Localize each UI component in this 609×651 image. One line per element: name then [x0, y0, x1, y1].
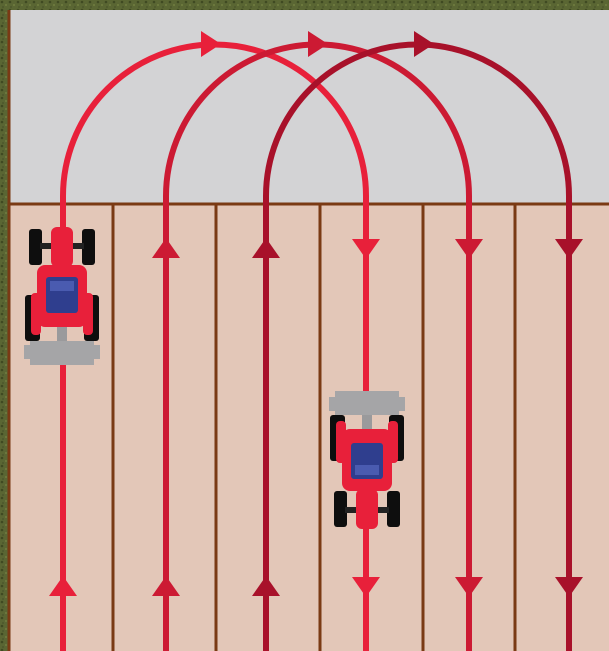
path-3	[252, 31, 583, 651]
arrow-up-icon	[49, 576, 77, 596]
arrow-up-icon	[252, 238, 280, 258]
tractor-left	[24, 227, 100, 365]
strip-dividers	[111, 204, 517, 651]
arrow-down-icon	[352, 239, 380, 259]
arrow-down-icon	[455, 239, 483, 259]
arrow-up-icon	[252, 576, 280, 596]
arrow-down-icon	[555, 577, 583, 597]
field-area	[9, 204, 609, 651]
tractor-right	[329, 391, 405, 529]
arrow-right-icon	[201, 31, 221, 57]
arrow-right-icon	[308, 31, 328, 57]
tractor-icon	[24, 227, 100, 365]
arrow-down-icon	[455, 577, 483, 597]
tractor-icon	[329, 391, 405, 529]
arrow-up-icon	[152, 576, 180, 596]
path-1	[49, 31, 380, 651]
arrow-right-icon	[414, 31, 434, 57]
arrow-down-icon	[352, 577, 380, 597]
arrow-up-icon	[152, 238, 180, 258]
path-2	[152, 31, 483, 651]
arrow-down-icon	[555, 239, 583, 259]
